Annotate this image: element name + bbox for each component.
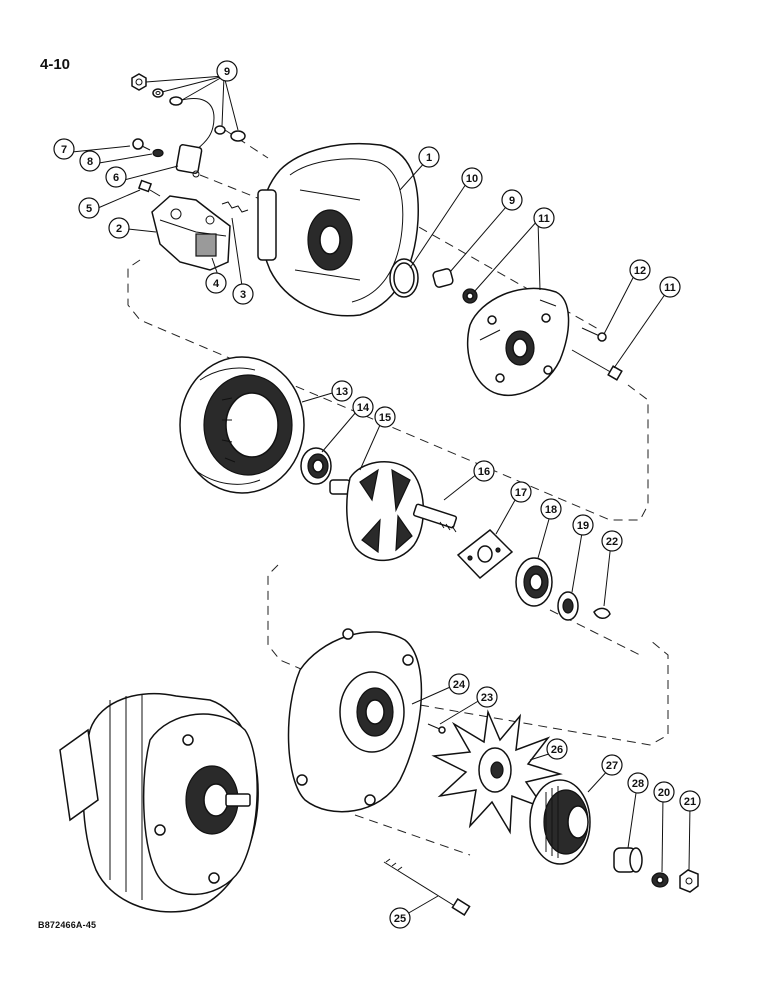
callout-19: 19 [577, 520, 589, 532]
callout-8: 8 [87, 156, 93, 168]
callout-16: 16 [478, 466, 490, 478]
callout-7: 7 [61, 144, 67, 156]
callout-9-mid: 9 [509, 195, 515, 207]
spacer-washer-nut [613, 847, 699, 893]
callout-3: 3 [240, 289, 246, 301]
pulley [529, 779, 591, 865]
regulator-brush-holder [151, 195, 249, 271]
callout-bubbles: 9 7 8 6 5 2 3 4 1 10 9 11 12 11 13 14 15… [53, 60, 701, 929]
bearing-rear [300, 447, 332, 485]
screw-23 [427, 723, 446, 734]
callout-9-top: 9 [224, 66, 230, 78]
o-ring-and-washer [389, 258, 478, 304]
callout-15: 15 [379, 412, 391, 424]
callout-11-b: 11 [664, 282, 676, 294]
callout-4: 4 [213, 278, 220, 290]
callout-21: 21 [684, 796, 696, 808]
callout-10: 10 [466, 173, 478, 185]
callout-28: 28 [632, 778, 644, 790]
callout-18: 18 [545, 504, 557, 516]
callout-23: 23 [481, 692, 493, 704]
drive-end-housing [287, 628, 423, 813]
callout-26: 26 [551, 744, 563, 756]
callout-12: 12 [634, 265, 646, 277]
stator [179, 356, 305, 494]
callout-11-a: 11 [538, 213, 550, 225]
callout-20: 20 [658, 787, 670, 799]
fan [431, 709, 563, 835]
callout-17: 17 [515, 487, 527, 499]
callout-6: 6 [113, 172, 119, 184]
assembled-alternator [59, 692, 259, 913]
callout-5: 5 [86, 203, 92, 215]
callout-22: 22 [606, 536, 618, 548]
callout-24: 24 [453, 679, 466, 691]
retainer-plate [456, 529, 514, 580]
page-number: 4-10 [40, 56, 71, 73]
front-bearing-spacer-key [515, 557, 611, 621]
callout-14: 14 [357, 402, 370, 414]
callout-1: 1 [426, 152, 432, 164]
callout-27: 27 [606, 760, 618, 772]
rectifier-plate [466, 287, 570, 396]
screws-12-11 [571, 327, 623, 381]
callout-25: 25 [394, 913, 406, 925]
rotor [329, 461, 458, 562]
hardware-group-top-left [131, 73, 246, 197]
callout-2: 2 [116, 223, 122, 235]
drawing-code: B872466A-45 [38, 920, 97, 930]
through-bolt [383, 858, 471, 916]
callout-13: 13 [336, 386, 348, 398]
slip-ring-end-housing [257, 142, 419, 317]
